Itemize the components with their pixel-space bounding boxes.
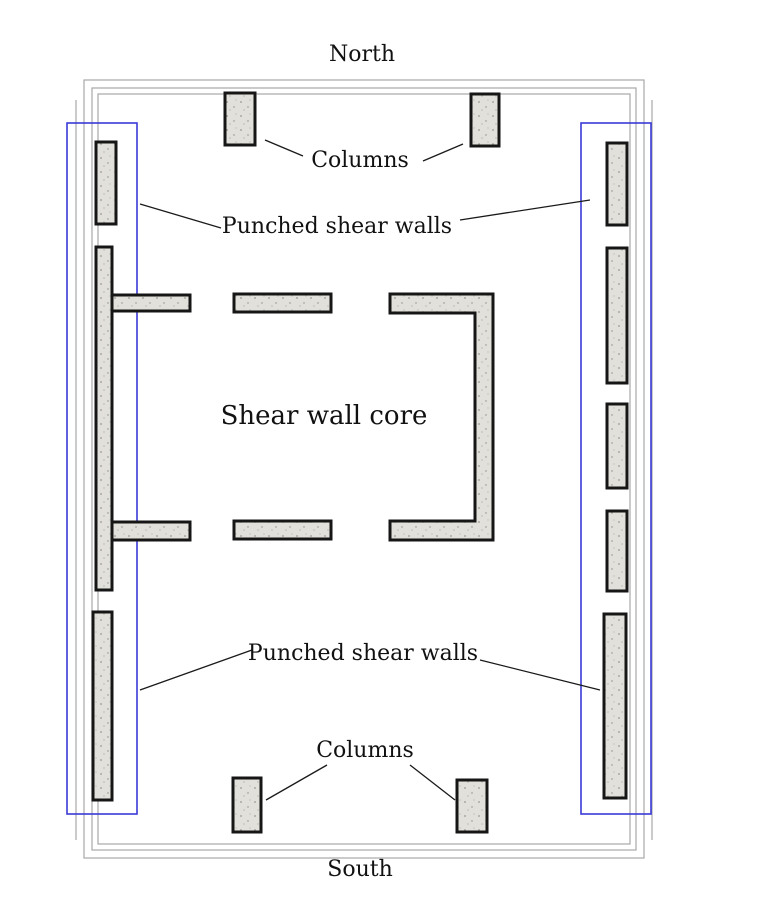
north-label: North xyxy=(329,42,395,67)
shear-wall-segment xyxy=(605,141,629,227)
core-wall-segment xyxy=(110,520,192,542)
right-punched-shear-walls xyxy=(602,141,629,800)
shear-wall-segment xyxy=(602,612,628,800)
core-wall-segment xyxy=(110,293,192,313)
shear-wall-segment xyxy=(94,140,118,226)
core-c-wall xyxy=(388,292,495,542)
left-punched-wall-highlight xyxy=(66,122,138,815)
shear-wall-segment xyxy=(605,402,629,490)
shear-wall-segment xyxy=(605,246,629,385)
core-wall-segment xyxy=(232,519,333,541)
right-punched-wall-highlight xyxy=(580,122,652,815)
south-label: South xyxy=(327,857,393,882)
column xyxy=(469,92,501,148)
shear-wall-segment xyxy=(605,509,629,593)
columns-top-label: Columns xyxy=(311,148,409,173)
column xyxy=(455,778,489,834)
left-punched-shear-walls xyxy=(91,140,118,802)
shear-wall-core-label: Shear wall core xyxy=(221,401,428,431)
columns-south xyxy=(231,776,489,834)
punched-shear-walls-top-label: Punched shear walls xyxy=(222,214,452,239)
column xyxy=(223,91,257,147)
shear-wall-core xyxy=(110,292,495,542)
shear-wall-segment xyxy=(94,245,114,592)
shear-wall-segment xyxy=(91,610,114,802)
building-outline xyxy=(75,79,653,859)
columns-bottom-label: Columns xyxy=(316,738,414,763)
columns-north xyxy=(223,91,501,148)
column xyxy=(231,776,263,834)
leader-lines xyxy=(139,139,601,801)
punched-shear-walls-bottom-label: Punched shear walls xyxy=(248,641,478,666)
core-wall-segment xyxy=(232,292,333,314)
